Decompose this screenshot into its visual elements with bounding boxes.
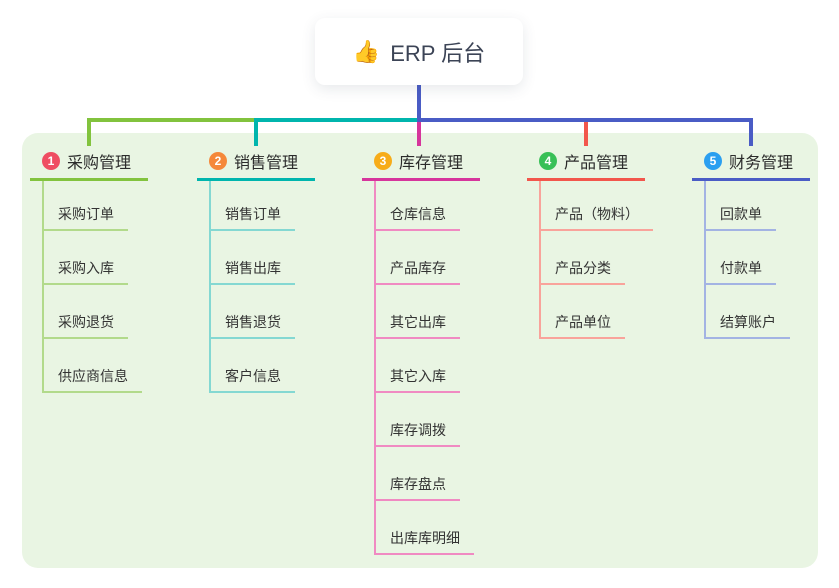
child-node[interactable]: 客户信息: [209, 339, 315, 393]
branch-5-header[interactable]: 5 财务管理: [692, 147, 810, 181]
branch-4-label: 产品管理: [564, 155, 629, 172]
child-label: 采购订单: [42, 204, 128, 231]
child-label: 仓库信息: [374, 204, 460, 231]
mindmap-panel: [22, 133, 818, 568]
child-label: 产品（物料）: [539, 204, 653, 231]
child-label: 采购入库: [42, 258, 128, 285]
root-node[interactable]: 👍 ERP 后台: [315, 18, 523, 85]
child-node[interactable]: 产品分类: [539, 231, 645, 285]
branch-2-number-badge: 2: [209, 152, 227, 170]
child-node[interactable]: 产品单位: [539, 285, 645, 339]
branch-3-inventory: 3 库存管理 仓库信息 产品库存 其它出库 其它入库 库存调拨 库存盘点 出库库…: [362, 147, 480, 555]
child-label: 付款单: [704, 258, 776, 285]
horizontal-connector-green: [87, 118, 254, 122]
child-label: 销售出库: [209, 258, 295, 285]
branch-5-label: 财务管理: [729, 155, 794, 172]
horizontal-connector-teal: [254, 118, 421, 122]
branch-3-drop-connector: [417, 118, 421, 146]
child-node[interactable]: 库存盘点: [374, 447, 480, 501]
child-node[interactable]: 回款单: [704, 181, 810, 231]
child-node[interactable]: 采购入库: [42, 231, 148, 285]
branch-1-purchase: 1 采购管理 采购订单 采购入库 采购退货 供应商信息: [30, 147, 148, 393]
child-label: 出库库明细: [374, 528, 474, 555]
child-node[interactable]: 仓库信息: [374, 181, 480, 231]
branch-3-label: 库存管理: [399, 155, 464, 172]
child-label: 产品单位: [539, 312, 625, 339]
child-label: 产品库存: [374, 258, 460, 285]
branch-1-children: 采购订单 采购入库 采购退货 供应商信息: [42, 181, 148, 393]
branch-4-number-badge: 4: [539, 152, 557, 170]
branch-2-label: 销售管理: [234, 155, 299, 172]
child-node[interactable]: 销售订单: [209, 181, 315, 231]
root-label: ERP 后台: [390, 40, 486, 66]
child-label: 产品分类: [539, 258, 625, 285]
child-label: 结算账户: [704, 312, 790, 339]
child-label: 回款单: [704, 204, 776, 231]
branch-5-finance: 5 财务管理 回款单 付款单 结算账户: [692, 147, 810, 339]
child-label: 采购退货: [42, 312, 128, 339]
branch-1-label: 采购管理: [67, 155, 132, 172]
branch-4-product: 4 产品管理 产品（物料） 产品分类 产品单位: [527, 147, 653, 339]
branch-3-number-badge: 3: [374, 152, 392, 170]
thumbs-up-icon: 👍: [352, 38, 381, 64]
branch-3-header[interactable]: 3 库存管理: [362, 147, 480, 181]
child-node[interactable]: 产品库存: [374, 231, 480, 285]
child-label: 库存调拨: [374, 420, 460, 447]
branch-3-children: 仓库信息 产品库存 其它出库 其它入库 库存调拨 库存盘点 出库库明细: [374, 181, 480, 555]
child-node[interactable]: 采购订单: [42, 181, 148, 231]
root-trunk-connector: [417, 85, 421, 122]
child-node[interactable]: 销售出库: [209, 231, 315, 285]
child-node[interactable]: 采购退货: [42, 285, 148, 339]
branch-2-drop-connector: [254, 118, 258, 146]
child-node[interactable]: 结算账户: [704, 285, 810, 339]
child-node[interactable]: 库存调拨: [374, 393, 480, 447]
branch-2-header[interactable]: 2 销售管理: [197, 147, 315, 181]
branch-4-children: 产品（物料） 产品分类 产品单位: [539, 181, 653, 339]
branch-1-header[interactable]: 1 采购管理: [30, 147, 148, 181]
child-node[interactable]: 付款单: [704, 231, 810, 285]
child-node[interactable]: 销售退货: [209, 285, 315, 339]
child-label: 库存盘点: [374, 474, 460, 501]
branch-5-number-badge: 5: [704, 152, 722, 170]
child-label: 销售退货: [209, 312, 295, 339]
child-node[interactable]: 其它入库: [374, 339, 480, 393]
child-label: 客户信息: [209, 366, 295, 393]
branch-5-drop-connector: [749, 118, 753, 146]
branch-2-sales: 2 销售管理 销售订单 销售出库 销售退货 客户信息: [197, 147, 315, 393]
branch-2-children: 销售订单 销售出库 销售退货 客户信息: [209, 181, 315, 393]
child-node[interactable]: 供应商信息: [42, 339, 148, 393]
child-node[interactable]: 出库库明细: [374, 501, 480, 555]
branch-4-drop-connector: [584, 118, 588, 146]
branch-5-children: 回款单 付款单 结算账户: [704, 181, 810, 339]
horizontal-connector-blue: [417, 118, 753, 122]
child-node[interactable]: 其它出库: [374, 285, 480, 339]
child-label: 其它出库: [374, 312, 460, 339]
child-label: 销售订单: [209, 204, 295, 231]
branch-4-header[interactable]: 4 产品管理: [527, 147, 645, 181]
child-label: 供应商信息: [42, 366, 142, 393]
branch-1-drop-connector: [87, 118, 91, 146]
child-node[interactable]: 产品（物料）: [539, 181, 653, 231]
child-label: 其它入库: [374, 366, 460, 393]
branch-1-number-badge: 1: [42, 152, 60, 170]
